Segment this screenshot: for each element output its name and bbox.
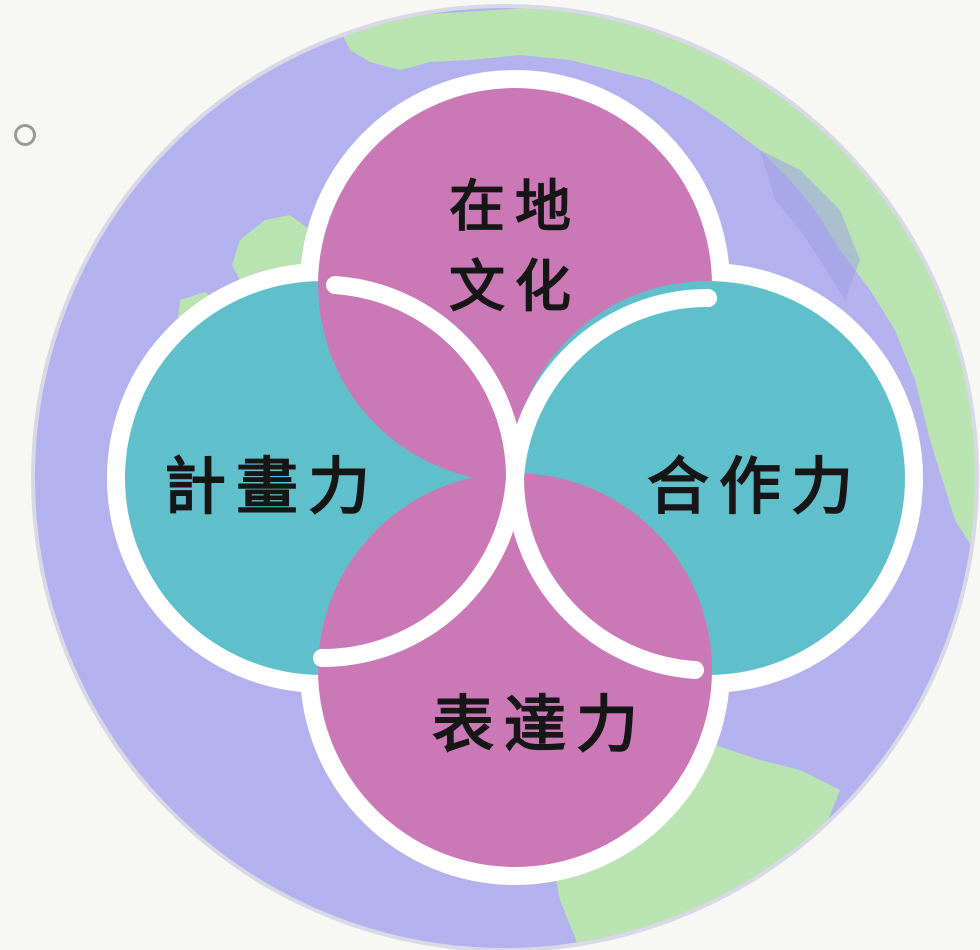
bullet-circle-icon [14,124,36,146]
bottom-circle [318,473,712,867]
circle-labels: 在地 文化 計畫力 合作力 表達力 [164,175,863,761]
land-northeast [335,6,977,560]
right-label: 合作力 [647,450,863,523]
top-label-line2: 文化 [449,255,581,320]
left-label: 計畫力 [164,450,380,523]
land-coast-accent [760,150,860,300]
swirl-separators [313,276,717,679]
swirl-bottom-right [506,469,704,679]
globe-rim [31,4,979,950]
top-label-line1: 在地 [449,175,581,240]
swirl-bottom-left [313,469,524,668]
swirl-top-left [326,276,525,487]
bottom-label: 表達力 [432,688,648,761]
swirl-top-right [506,288,717,487]
circle-fills [125,88,905,867]
